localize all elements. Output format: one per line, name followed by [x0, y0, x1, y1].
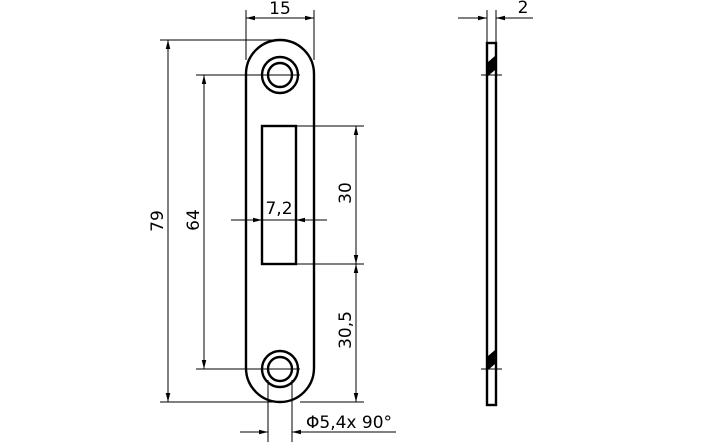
plate-outline	[244, 38, 316, 404]
dimension-thickness: 2	[458, 0, 533, 44]
dimension-overall-length: 79	[148, 39, 280, 403]
side-plate-outline	[485, 41, 498, 407]
dimension-slot-offset: 30,5	[300, 264, 364, 403]
dimension-slot-width: 7,2	[231, 199, 327, 223]
slot-offset-label: 30,5	[336, 311, 356, 349]
dimension-slot-length: 30	[296, 125, 364, 265]
dimension-hole-spacing: 64	[184, 74, 300, 370]
slot-width-label: 7,2	[265, 199, 292, 219]
side-view	[481, 41, 502, 407]
thickness-label: 2	[518, 0, 529, 18]
hole-spec-label: Φ5,4x 90°	[306, 413, 392, 433]
width-label: 15	[269, 0, 291, 19]
slot-outline	[260, 124, 298, 266]
overall-length-label: 79	[148, 210, 168, 232]
slot-length-label: 30	[336, 182, 356, 204]
front-view	[244, 38, 316, 404]
dimension-hole-spec: Φ5,4x 90°	[240, 380, 396, 442]
dimension-width: 15	[245, 0, 315, 60]
hole-spacing-label: 64	[184, 209, 204, 231]
